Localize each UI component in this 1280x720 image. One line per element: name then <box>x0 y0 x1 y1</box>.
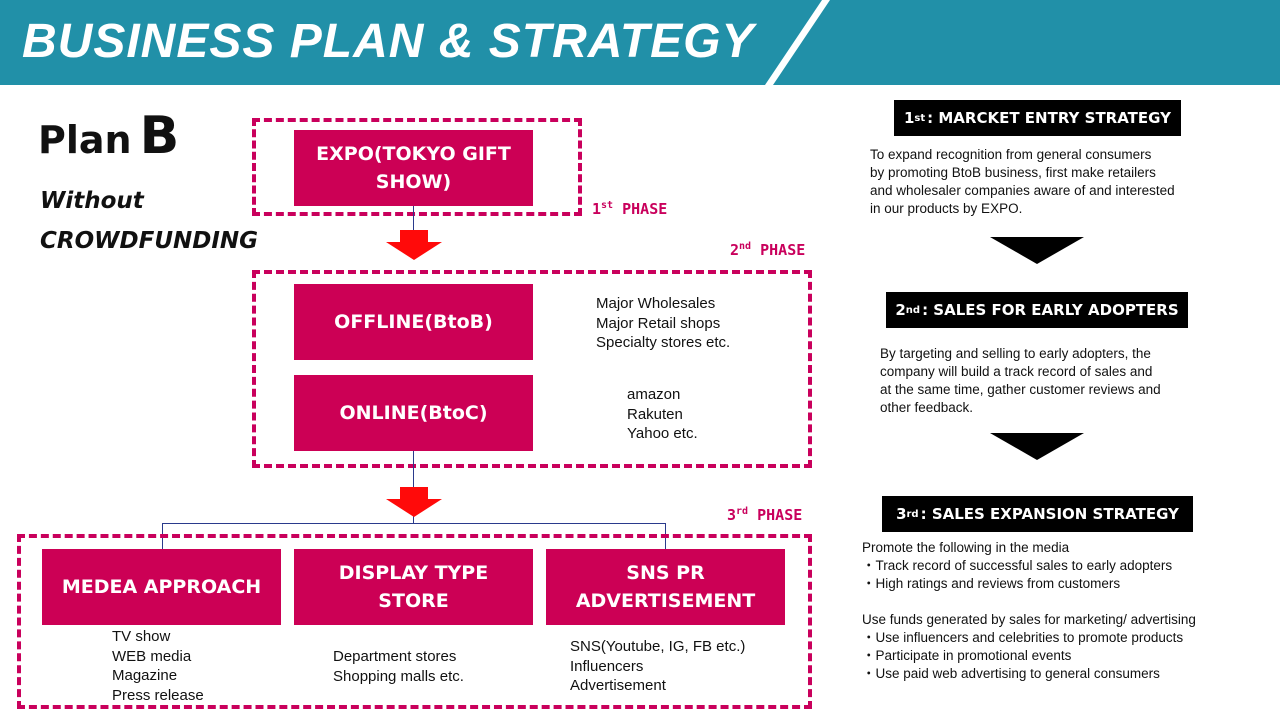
list-item: Shopping malls etc. <box>333 667 464 685</box>
plan-sub-1: Without <box>40 188 144 214</box>
header-slash <box>0 0 830 85</box>
down-arrow-1 <box>386 230 442 260</box>
text-line: ・Participate in promotional events <box>862 648 1072 663</box>
page-title: BUSINESS PLAN & STRATEGY <box>22 15 755 68</box>
phase1-frame <box>252 118 582 216</box>
sns-list: SNS(Youtube, IG, FB etc.) Influencers Ad… <box>570 637 745 696</box>
text-line: company will build a track record of sal… <box>880 364 1153 379</box>
plan-letter: B <box>139 106 180 166</box>
plan-word: Plan <box>38 118 132 162</box>
offline-box: OFFLINE(BtoB) <box>294 284 533 360</box>
down-triangle-2 <box>990 433 1084 460</box>
list-item: Press release <box>112 686 204 704</box>
list-item: Influencers <box>570 657 644 675</box>
list-item: Specialty stores etc. <box>596 334 731 351</box>
branch-line <box>162 523 666 524</box>
plan-sub-2: CROWDFUNDING <box>40 228 259 254</box>
text-line <box>862 593 1196 611</box>
phase2-label: 2nd PHASE <box>730 241 806 259</box>
online-list: amazon Rakuten Yahoo etc. <box>627 385 698 444</box>
list-item: Yahoo etc. <box>627 425 698 442</box>
expo-box: EXPO(TOKYO GIFT SHOW) <box>294 130 533 206</box>
strategy2-text: By targeting and selling to early adopte… <box>880 345 1161 417</box>
text-line: By targeting and selling to early adopte… <box>880 346 1151 361</box>
down-arrow-2 <box>386 487 442 517</box>
text-line: other feedback. <box>880 400 974 415</box>
text-line: ・Use paid web advertising to general con… <box>862 666 1160 681</box>
list-item: TV show <box>112 628 171 645</box>
text-line: To expand recognition from general consu… <box>870 147 1152 162</box>
list-item: Major Retail shops <box>596 314 721 332</box>
text-line: by promoting BtoB business, first make r… <box>870 165 1156 180</box>
phase2-frame <box>252 270 812 468</box>
text-line: and wholesaler companies aware of and in… <box>870 183 1175 198</box>
display-list: Department stores Shopping malls etc. <box>333 647 464 686</box>
list-item: Advertisement <box>570 677 666 694</box>
strategy1-text: To expand recognition from general consu… <box>870 146 1175 218</box>
list-item: amazon <box>627 386 681 403</box>
list-item: Department stores <box>333 648 457 665</box>
phase3-frame <box>17 534 812 709</box>
text-line: Use funds generated by sales for marketi… <box>862 612 1196 627</box>
list-item: Major Wholesales <box>596 295 716 312</box>
list-item: SNS(Youtube, IG, FB etc.) <box>570 638 746 655</box>
text-line: in our products by EXPO. <box>870 201 1023 216</box>
media-box: MEDEA APPROACH <box>42 549 281 625</box>
media-list: TV show WEB media Magazine Press release <box>112 627 204 705</box>
online-box: ONLINE(BtoC) <box>294 375 533 451</box>
text-line: ・Track record of successful sales to ear… <box>862 558 1173 573</box>
text-line: ・Use influencers and celebrities to prom… <box>862 630 1184 645</box>
connector-1 <box>413 206 414 236</box>
list-item: WEB media <box>112 647 192 665</box>
strategy3-text: Promote the following in the media ・Trac… <box>862 539 1196 683</box>
phase3-label: 3rd PHASE <box>727 506 803 524</box>
offline-list: Major Wholesales Major Retail shops Spec… <box>596 294 730 353</box>
display-box: DISPLAY TYPE STORE <box>294 549 533 625</box>
phase1-label: 1st PHASE <box>592 200 668 218</box>
down-triangle-1 <box>990 237 1084 264</box>
text-line: ・High ratings and reviews from customers <box>862 576 1121 591</box>
text-line: at the same time, gather customer review… <box>880 382 1161 397</box>
sns-box: SNS PR ADVERTISEMENT <box>546 549 785 625</box>
list-item: Magazine <box>112 667 178 684</box>
list-item: Rakuten <box>627 405 683 423</box>
text-line: Promote the following in the media <box>862 540 1070 555</box>
